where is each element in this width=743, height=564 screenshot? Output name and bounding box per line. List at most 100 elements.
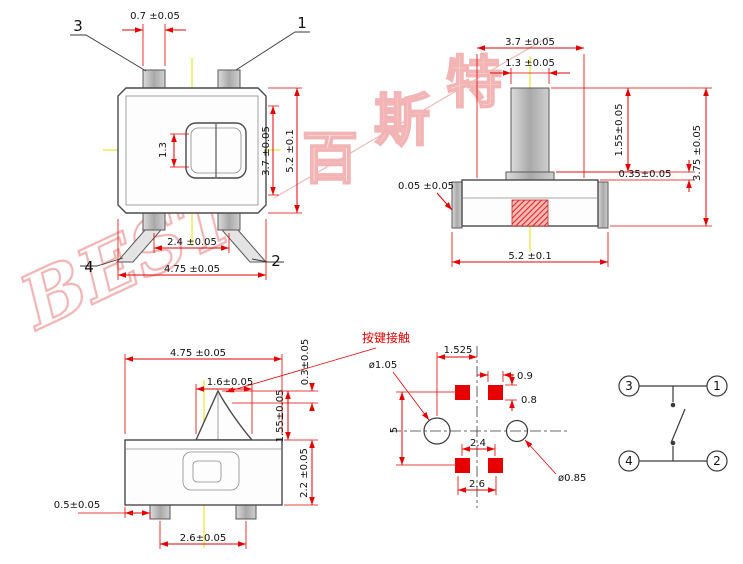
pin1-number: 1 (713, 379, 721, 393)
hole-left (423, 417, 451, 445)
pin3-number: 3 (625, 379, 633, 393)
pin1-tab (217, 69, 241, 89)
dim-total-height: 3.75 ±0.05 (610, 88, 712, 227)
dim-stem-width: 1.3 ±0.05 (490, 58, 570, 84)
callout-pin2: 2 (251, 252, 284, 270)
dim-text: 0.7 ±0.05 (130, 11, 180, 22)
dim-lines (487, 371, 504, 382)
dim-row-pitch: 5 (389, 391, 455, 466)
dim-lines (551, 87, 712, 173)
dim-tip-height: 0.3±0.05 (222, 339, 318, 411)
callout-pin4: 4 (80, 257, 124, 276)
contact-point-label: 按键接触 (225, 330, 410, 393)
dim-text: 3.7 ±0.05 (261, 126, 272, 176)
watermark-diagonal-line (273, 36, 549, 199)
terminal-right (597, 181, 609, 229)
inner-housing-detail (192, 460, 222, 483)
dim-text: 2.2 ±0.05 (299, 448, 310, 498)
dim-text: ø0.85 (558, 473, 586, 484)
pin2-tab (217, 212, 241, 231)
dim-lines (117, 219, 267, 280)
label-text: 按键接触 (362, 330, 410, 345)
dim-leader (392, 371, 430, 421)
dim-text: 0.8 (521, 395, 537, 406)
land-pattern: 1.525 ø1.05 0.9 0.8 5 2.4 (369, 345, 586, 508)
switch-body-inner-outline (125, 95, 259, 206)
dim-lines (505, 384, 517, 401)
dim-text: 5 (389, 427, 400, 433)
pin3-terminal-circle (618, 375, 640, 397)
dim-text: 1.6±0.05 (207, 377, 254, 388)
dim-text: 0.3±0.05 (300, 339, 311, 386)
dim-pad-height: 0.8 (505, 374, 537, 411)
dim-side-body-height: 2.2 ±0.05 (284, 440, 318, 506)
dim-leader (524, 439, 557, 475)
dim-leader (436, 192, 453, 211)
dim-text: 0.5±0.05 (54, 500, 101, 511)
dim-pad-span: 2.6 (457, 476, 497, 495)
dim-text: 1.525 (444, 345, 473, 356)
pin3-tab (142, 69, 166, 89)
callout-leader (80, 257, 124, 267)
dim-lines (195, 384, 253, 434)
stem-collar (505, 171, 555, 181)
side-body (124, 439, 283, 506)
callout-leader (70, 34, 147, 72)
dim-hole-offset: 1.525 (436, 345, 477, 416)
dim-body-height: 3.7 ±0.05 (261, 105, 279, 196)
dim-text: 2.6 (469, 479, 485, 490)
pad-bottom-right (488, 458, 503, 473)
pin2-number: 2 (713, 454, 721, 468)
side-pin-right (235, 504, 257, 520)
switch-lever (670, 408, 686, 444)
top-view: 0.7 ±0.05 1.3 3.7 ±0.05 5.2 ±0.1 2.4 ±0.… (70, 11, 310, 280)
dim-lines (142, 24, 166, 66)
watermark-cn-char-3: 特 (446, 51, 502, 116)
dim-text: 0.35±0.05 (619, 169, 672, 180)
side-view: 按键接触 4.75 ±0.05 1.6±0.05 0.3±0.05 1.55±0… (54, 330, 410, 549)
dim-text: 1.3 ±0.05 (505, 58, 555, 69)
dim-text: ø1.05 (369, 360, 397, 371)
dim-side-body-width: 4.75 ±0.05 (124, 348, 283, 434)
dim-lines (124, 354, 283, 434)
dim-lines (396, 391, 455, 466)
watermark-cn-char-1: 百 (302, 127, 358, 192)
dim-pad-pitch: 2.4 (461, 438, 496, 456)
dim-pad-width: 0.9 (477, 371, 533, 382)
callout-pin1: 1 (235, 14, 310, 71)
dim-terminal-thickness: 0.05 ±0.05 (398, 181, 454, 211)
dim-stem-height: 1.55±0.05 (551, 87, 712, 173)
dim-text: 4.75 ±0.05 (164, 264, 220, 275)
dim-body-width: 4.75 ±0.05 (117, 219, 267, 280)
dim-text: 0.05 ±0.05 (398, 181, 454, 192)
contact-rubber-hatched (511, 199, 549, 227)
dim-text: 4.75 ±0.05 (170, 348, 226, 359)
dim-lines (222, 390, 318, 404)
pad-top-left (455, 385, 470, 400)
callout-number: 3 (73, 17, 83, 35)
label-leader (225, 347, 377, 393)
dim-overall-height: 5.2 ±0.1 (268, 87, 302, 214)
dim-tab-width: 0.7 ±0.05 (122, 11, 186, 66)
dim-hole-left-dia: ø1.05 (369, 360, 430, 421)
contact-dot-top (670, 402, 676, 408)
dim-text: 1.3 (158, 142, 169, 158)
dim-actuator-width: 1.6±0.05 (195, 377, 254, 434)
pad-top-right (488, 385, 503, 400)
dim-text: 1.55±0.05 (275, 390, 286, 443)
dim-text: 5.2 ±0.1 (285, 129, 296, 172)
callout-pin3: 3 (70, 17, 147, 72)
dim-pin-pitch: 2.4 ±0.05 (153, 233, 230, 253)
dim-text: 3.75 ±0.05 (692, 125, 703, 181)
pin1-terminal-circle (706, 375, 728, 397)
dim-text: 2.4 ±0.05 (167, 237, 217, 248)
callout-number: 2 (271, 252, 281, 270)
callout-leader (251, 258, 284, 263)
dim-text: 0.9 (517, 371, 533, 382)
dim-front-top-width: 3.7 ±0.05 (476, 37, 585, 178)
inner-housing (182, 451, 240, 491)
dim-actuator-height: 1.55±0.05 (275, 390, 318, 443)
dim-text: 1.55±0.05 (614, 104, 625, 157)
pin4-terminal-circle (618, 450, 640, 472)
pin4-bent-lead (115, 229, 163, 263)
